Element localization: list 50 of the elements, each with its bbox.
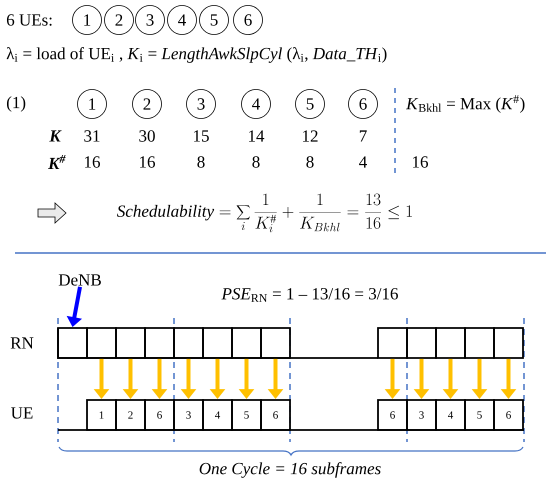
frame-box: 6 xyxy=(144,399,175,431)
formula-text: PSE$_{RN}$ = 1 – 13/16 = 3/16 xyxy=(221,288,398,302)
table-cell: 8 xyxy=(306,156,314,168)
frame-box: 4 xyxy=(435,399,466,431)
row-number: (1) xyxy=(6,96,26,112)
table-cell: 14 xyxy=(249,130,264,142)
table-cell: 30 xyxy=(139,130,155,142)
frame-box xyxy=(231,327,262,359)
frame-box xyxy=(464,327,495,359)
table-cell: 16 xyxy=(140,156,155,168)
table-cell: 8 xyxy=(197,156,205,168)
row-label: RN xyxy=(10,337,34,349)
table-cell: 8 xyxy=(252,156,260,168)
row-label: UE xyxy=(11,407,32,419)
table-cell: 31 xyxy=(84,130,100,142)
formula-text: K$_{Bkhl}$ = Max (K$^{#}$) xyxy=(406,95,524,113)
frame-box xyxy=(115,327,146,359)
frame-box: 2 xyxy=(115,399,146,431)
frame-box: 6 xyxy=(260,399,291,431)
table-cell: 12 xyxy=(303,130,318,142)
frame-box xyxy=(144,327,175,359)
frame-box: 4 xyxy=(202,399,233,431)
frame-box: 1 xyxy=(86,399,117,431)
frame-box xyxy=(493,327,524,359)
frame-box xyxy=(406,327,437,359)
frame-box xyxy=(86,327,117,359)
frame-box xyxy=(260,327,291,359)
row-header: K$^{#}$ xyxy=(48,154,66,170)
frame-box: 6 xyxy=(493,399,524,431)
frame-box: 6 xyxy=(377,399,408,431)
formula: $\mathit{Schedulability} = \sum_{i} \frac{1}{K_{i}^{\#}} + \frac{1}{K_{Bkhl}} = \frac{13}{16} \leq 1$ xyxy=(117,194,412,232)
table-cell: 7 xyxy=(360,130,367,142)
frame-box: 5 xyxy=(464,399,495,431)
station-label: DeNB xyxy=(58,274,101,286)
table-cell: 4 xyxy=(359,156,367,168)
table-cell: 15 xyxy=(194,130,209,142)
frame-box xyxy=(173,327,204,359)
frame-box xyxy=(202,327,233,359)
definition-text: λ$_{i}$ = load of UE$_{i}$ , K$_{i}$ = LengthAwkSlpCyl (λ$_{i}$, Data_TH$_{i}$) xyxy=(6,47,386,63)
frame-box: 3 xyxy=(173,399,204,431)
frame-box xyxy=(435,327,466,359)
frame-box: 5 xyxy=(231,399,262,431)
table-cell: 16 xyxy=(413,156,428,168)
heading-text: 6 UEs: xyxy=(6,14,52,26)
table-cell: 16 xyxy=(85,156,100,168)
caption-text: One Cycle = 16 subframes xyxy=(200,462,381,478)
frame-box xyxy=(377,327,408,359)
frame-box: 3 xyxy=(406,399,437,431)
frame-box xyxy=(57,327,88,359)
row-header: K xyxy=(49,130,62,142)
